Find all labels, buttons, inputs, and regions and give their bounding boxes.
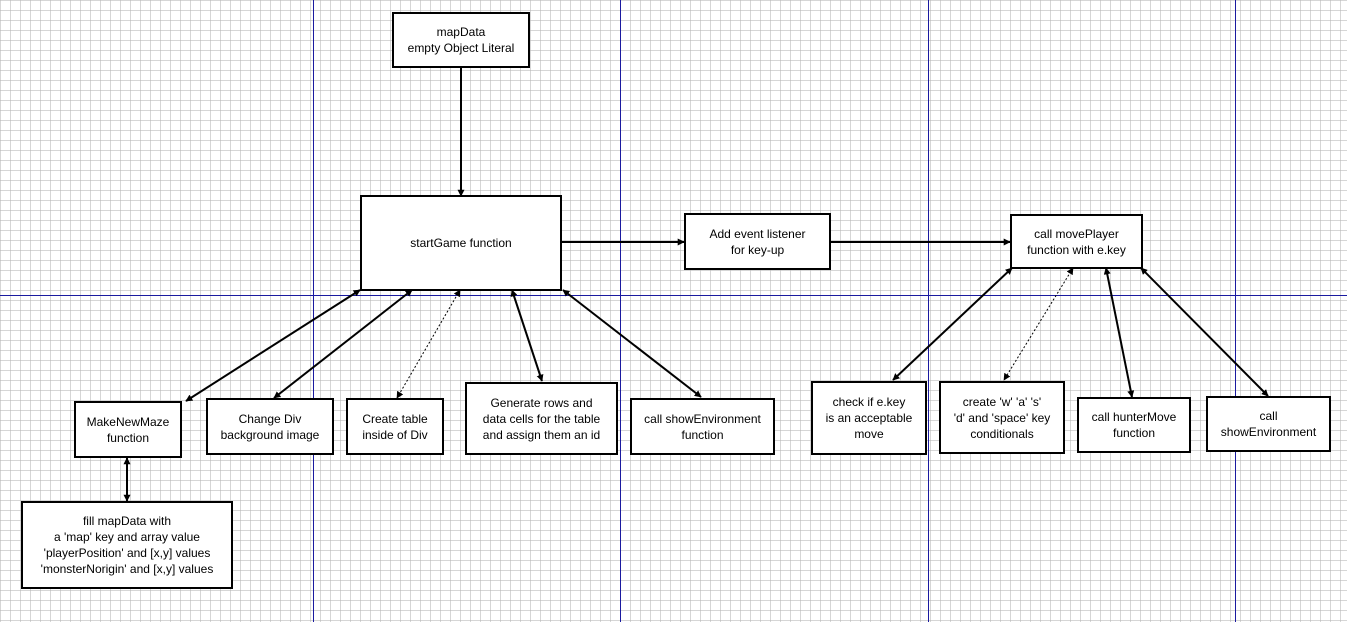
node-change-div[interactable]: Change Div background image <box>206 398 334 455</box>
edge-callmoveplayer-checkkey <box>892 267 1013 381</box>
node-label: startGame function <box>410 236 512 250</box>
node-label: check if e.key is an acceptable move <box>825 395 913 441</box>
node-call-showenvironment-2[interactable]: call showEnvironment <box>1206 396 1331 452</box>
edge-callmoveplayer-callshowenv2 <box>1140 267 1269 397</box>
node-check-ekey[interactable]: check if e.key is an acceptable move <box>811 381 927 455</box>
node-call-showenvironment[interactable]: call showEnvironment function <box>630 398 775 455</box>
node-label: MakeNewMaze function <box>86 414 170 445</box>
node-startgame-function[interactable]: startGame function <box>360 195 562 291</box>
edge-startgame-makenewmaze <box>185 289 361 402</box>
node-generate-rows[interactable]: Generate rows and data cells for the tab… <box>465 382 618 455</box>
node-label: call showEnvironment function <box>644 411 761 442</box>
node-label: call showEnvironment <box>1220 409 1317 439</box>
node-call-moveplayer[interactable]: call movePlayer function with e.key <box>1010 214 1143 269</box>
node-label: create 'w' 'a' 's' 'd' and 'space' key c… <box>953 394 1051 441</box>
node-makenewmaze[interactable]: MakeNewMaze function <box>74 401 182 458</box>
node-call-huntermove[interactable]: call hunterMove function <box>1077 397 1191 453</box>
node-label: Change Div background image <box>220 411 320 442</box>
edge-startgame-createtable <box>396 289 461 399</box>
node-label: fill mapData with a 'map' key and array … <box>40 514 214 576</box>
node-label: call hunterMove function <box>1091 410 1177 440</box>
edge-startgame-generaterows <box>510 289 544 382</box>
edge-startgame-callshowenv1 <box>562 289 702 398</box>
node-label: mapData empty Object Literal <box>407 25 515 55</box>
node-fill-mapdata[interactable]: fill mapData with a 'map' key and array … <box>21 501 233 589</box>
node-label: Create table inside of Div <box>362 411 428 442</box>
node-create-table[interactable]: Create table inside of Div <box>346 398 444 455</box>
edge-callmoveplayer-createkeys <box>1003 267 1074 381</box>
node-label: Generate rows and data cells for the tab… <box>482 395 601 442</box>
node-mapdata[interactable]: mapData empty Object Literal <box>392 12 530 68</box>
node-add-event-listener[interactable]: Add event listener for key-up <box>684 213 831 270</box>
node-create-key-conditionals[interactable]: create 'w' 'a' 's' 'd' and 'space' key c… <box>939 381 1065 454</box>
edge-callmoveplayer-callhuntermove <box>1103 267 1135 398</box>
node-label: Add event listener for key-up <box>709 226 806 257</box>
node-label: call movePlayer function with e.key <box>1027 226 1126 257</box>
edge-startgame-changediv <box>273 289 413 399</box>
